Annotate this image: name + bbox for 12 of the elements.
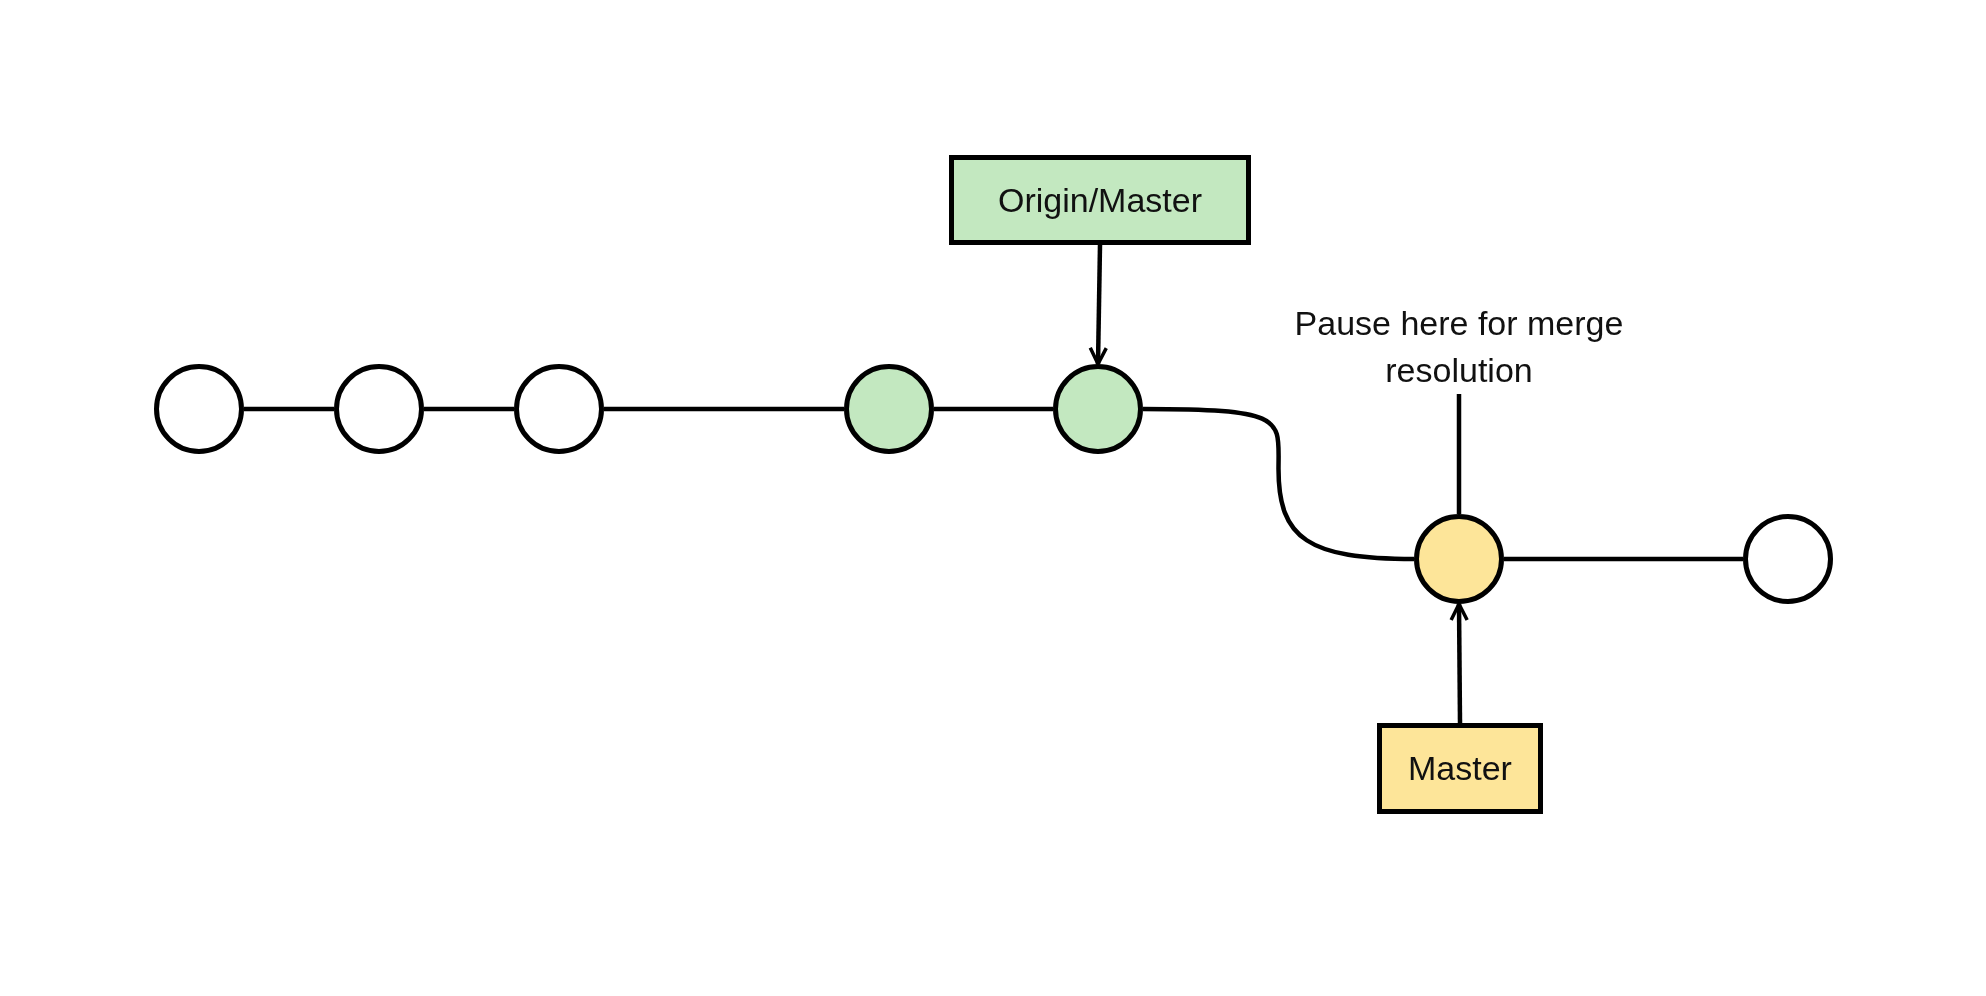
arrow bbox=[1449, 602, 1469, 723]
commit-link bbox=[934, 406, 1053, 412]
branch-label: Master bbox=[1377, 723, 1543, 814]
arrow bbox=[1088, 244, 1108, 366]
annotation-text: Pause here for merge resolution bbox=[1289, 300, 1629, 394]
commit-link bbox=[604, 406, 844, 412]
leader-line bbox=[1456, 394, 1462, 514]
commit-link bbox=[1143, 406, 1415, 562]
commit-link bbox=[244, 406, 334, 412]
commit-link bbox=[424, 406, 514, 412]
branch-label: Origin/Master bbox=[949, 155, 1251, 245]
commit-link bbox=[1504, 556, 1743, 562]
